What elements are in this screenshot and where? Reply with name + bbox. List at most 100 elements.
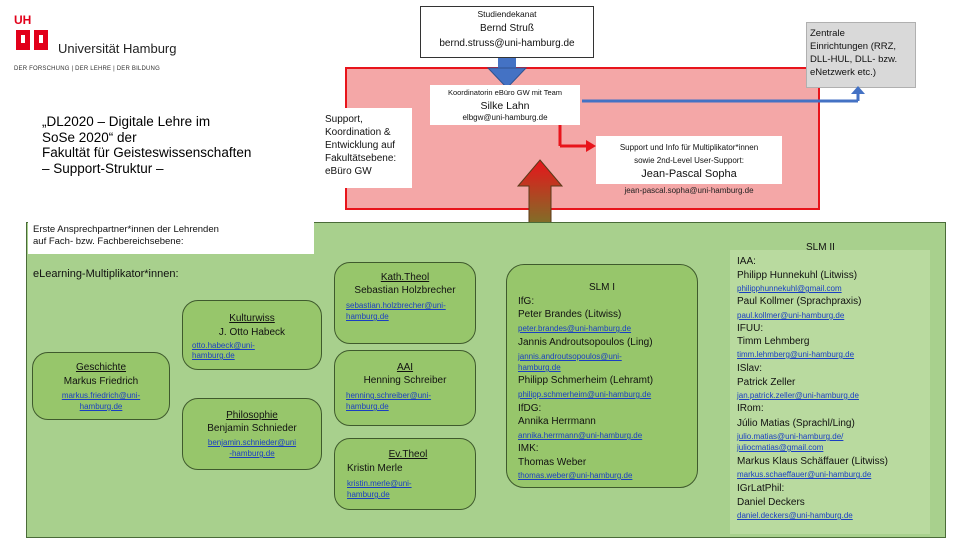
slm1-email[interactable]: philipp.schmerheim@uni-hamburg.de xyxy=(518,390,652,399)
studiendekanat-label: Studiendekanat xyxy=(477,9,537,19)
slm1-email[interactable]: annika.herrmann@uni-hamburg.de xyxy=(518,431,643,440)
zentrale-line: DLL-HUL, DLL- bzw. xyxy=(810,54,898,65)
logo-wordmark: Universität Hamburg xyxy=(58,41,177,56)
evtheol-dept: Ev.Theol xyxy=(388,449,428,460)
slm1-card xyxy=(506,264,698,488)
ansprech-line: Erste Ansprechpartner*innen der Lehrende… xyxy=(33,224,219,235)
slm2-name: Júlio Matias (Sprachl/Ling) xyxy=(737,418,855,429)
geschichte-dept: Geschichte xyxy=(75,362,127,373)
philosophie-email[interactable]: benjamin.schnieder@uni xyxy=(207,438,297,447)
title-line: SoSe 2020“ der xyxy=(42,129,137,145)
koordination-label: Koordinatorin eBüro GW mit Team xyxy=(447,88,563,97)
koordination-email: elbgw@uni-hamburg.de xyxy=(462,113,548,122)
evtheol-email[interactable]: hamburg.de xyxy=(347,490,390,499)
multiplikator-heading: eLearning-Multiplikator*innen: xyxy=(33,268,179,280)
slm2-name: Paul Kollmer (Sprachpraxis) xyxy=(737,296,862,307)
title-line: Fakultät für Geisteswissenschaften xyxy=(42,145,252,160)
kulturwiss-dept: Kulturwiss xyxy=(229,313,275,324)
kaththeol-name: Sebastian Holzbrecher xyxy=(354,285,456,296)
evtheol-card xyxy=(334,438,476,510)
aai-email[interactable]: hamburg.de xyxy=(346,402,389,411)
koordination-name: Silke Lahn xyxy=(480,100,530,112)
slm1-name: Jannis Androutsopoulos (Ling) xyxy=(518,337,653,348)
kulturwiss-card xyxy=(182,300,322,370)
svg-text:UH: UH xyxy=(14,13,31,27)
philosophie-name: Benjamin Schnieder xyxy=(207,423,297,434)
aai-email[interactable]: henning.schreiber@uni- xyxy=(346,391,432,400)
slm1-name: Peter Brandes (Litwiss) xyxy=(518,309,622,320)
slm1-heading: SLM I xyxy=(588,282,616,293)
geschichte-card xyxy=(32,352,170,420)
slm1-inst: IfG: xyxy=(518,296,535,307)
koordination-box xyxy=(430,85,580,125)
slm2-email[interactable]: julio.matias@uni-hamburg.de/ xyxy=(737,432,844,441)
zentrale-line: Einrichtungen (RRZ, xyxy=(810,41,897,52)
slm2-email[interactable]: jan.patrick.zeller@uni-hamburg.de xyxy=(737,391,859,400)
logo-tagline: DER FORSCHUNG | DER LEHRE | DER BILDUNG xyxy=(14,66,160,72)
evtheol-name: Kristin Merle xyxy=(347,463,403,474)
kaththeol-email[interactable]: sebastian.holzbrecher@uni- xyxy=(346,301,446,310)
aai-name: Henning Schreiber xyxy=(363,375,447,386)
ebuero-support-text: Support, Koordination & Entwicklung auf … xyxy=(325,113,396,178)
slm2-inst: IGrLatPhil: xyxy=(737,483,785,494)
slm2-inst: ISlav: xyxy=(737,363,763,374)
slm1-email[interactable]: thomas.weber@uni-hamburg.de xyxy=(518,471,633,480)
slm2-email[interactable]: philipphunnekuhl@gmail.com xyxy=(737,284,842,293)
slm2-name: Philipp Hunnekuhl (Litwiss) xyxy=(737,270,858,281)
ebuero-line: Fakultätsebene: xyxy=(325,153,397,164)
slm1-email[interactable]: peter.brandes@uni-hamburg.de xyxy=(518,324,632,333)
ansprech-label-box xyxy=(28,220,314,254)
philosophie-email[interactable]: -hamburg.de xyxy=(229,449,275,458)
slm2-heading: SLM II xyxy=(806,242,835,253)
ebuero-line: Entwicklung auf xyxy=(325,140,396,151)
university-logo: UH Universität Hamburg DER FORSCHUNG | D… xyxy=(12,10,187,72)
ebuero-line: Koordination & xyxy=(325,127,391,138)
slm2-email[interactable]: daniel.deckers@uni-hamburg.de xyxy=(737,511,853,520)
philosophie-dept: Philosophie xyxy=(226,410,278,421)
ebuero-line: eBüro GW xyxy=(325,166,372,177)
zentrale-line: Zentrale xyxy=(810,28,845,39)
aai-card xyxy=(334,350,476,426)
kulturwiss-name: J. Otto Habeck xyxy=(218,327,286,338)
slm1-email[interactable]: hamburg.de xyxy=(518,363,561,372)
kulturwiss-email[interactable]: hamburg.de xyxy=(192,351,235,360)
sopha-support-box xyxy=(596,136,782,184)
geschichte-email[interactable]: markus.friedrich@uni- xyxy=(61,391,141,400)
sopha-name: Jean-Pascal Sopha xyxy=(641,168,737,180)
slm2-email[interactable]: paul.kollmer@uni-hamburg.de xyxy=(737,311,845,320)
slm2-name: Timm Lehmberg xyxy=(737,336,810,347)
title-line: „DL2020 – Digitale Lehre im xyxy=(42,114,211,129)
sopha-line: Support und Info für Multiplikator*innen xyxy=(619,143,759,152)
kulturwiss-email[interactable]: otto.habeck@uni- xyxy=(192,341,255,350)
kaththeol-email[interactable]: hamburg.de xyxy=(346,312,389,321)
studiendekanat-email: bernd.struss@uni-hamburg.de xyxy=(439,38,575,49)
slm1-name: Annika Herrmann xyxy=(518,416,596,427)
zentrale-einrichtungen-text: Zentrale Einrichtungen (RRZ, DLL-HUL, DL… xyxy=(810,27,897,79)
slm2-panel xyxy=(730,250,930,534)
kaththeol-dept: Kath.Theol xyxy=(380,272,430,283)
slm1-inst: IMK: xyxy=(518,443,539,454)
ansprech-label: Erste Ansprechpartner*innen der Lehrende… xyxy=(33,224,219,248)
sopha-email: jean-pascal.sopha@uni-hamburg.de xyxy=(624,186,754,195)
ansprech-line: auf Fach- bzw. Fachbereichsebene: xyxy=(33,236,184,247)
zentrale-line: eNetzwerk etc.) xyxy=(810,67,876,78)
slm2-name: Patrick Zeller xyxy=(737,377,796,388)
slm2-name: Markus Klaus Schäffauer (Litwiss) xyxy=(737,456,888,467)
ebuero-support-box xyxy=(320,108,412,188)
slm2-email[interactable]: timm.lehmberg@uni-hamburg.de xyxy=(737,350,855,359)
slm1-email[interactable]: jannis.androutsopoulos@uni- xyxy=(518,352,622,361)
slm1-inst: IfDG: xyxy=(518,403,542,414)
geschichte-email[interactable]: hamburg.de xyxy=(79,402,123,411)
evtheol-email[interactable]: kristin.merle@uni- xyxy=(347,479,412,488)
slm2-name: Daniel Deckers xyxy=(737,497,805,508)
ebuero-line: Support, xyxy=(325,114,363,125)
slm1-name: Thomas Weber xyxy=(518,457,587,468)
zentrale-einrichtungen-box xyxy=(806,22,916,88)
studiendekanat-box xyxy=(420,6,594,58)
slm2-inst: IFUU: xyxy=(737,323,764,334)
slm2-email[interactable]: juliocmatias@gmail.com xyxy=(737,443,824,452)
sopha-line: sowie 2nd-Level User-Support: xyxy=(634,156,744,165)
slm2-email[interactable]: markus.schaeffauer@uni-hamburg.de xyxy=(737,470,872,479)
kaththeol-card xyxy=(334,262,476,344)
philosophie-card xyxy=(182,398,322,470)
